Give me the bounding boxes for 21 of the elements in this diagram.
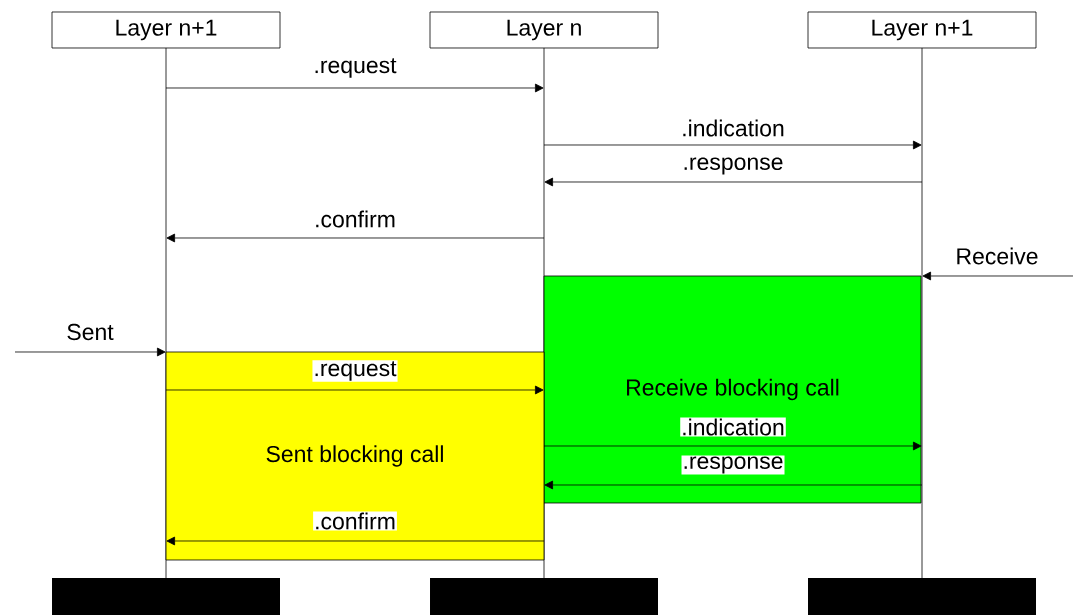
lifeline-header-box: Layer n	[429, 11, 659, 49]
message-arrow	[165, 83, 544, 93]
edge-label: .request	[312, 57, 398, 79]
edge-label: .request	[312, 360, 398, 382]
message-arrow	[165, 385, 544, 395]
message-arrow	[544, 177, 923, 187]
edge-label: .response	[681, 156, 785, 176]
message-arrow	[14, 347, 166, 357]
message-arrow	[543, 140, 922, 150]
lifeline-header-box: Layer n+1	[51, 11, 281, 49]
message-arrow	[166, 536, 545, 546]
message-arrow	[543, 441, 922, 451]
edge-label: .response	[681, 455, 785, 475]
edge-label: .confirm	[313, 209, 397, 229]
edge-label: Sent	[65, 322, 115, 342]
message-arrow	[166, 233, 545, 243]
message-arrow	[922, 271, 1073, 281]
message-arrow	[544, 480, 923, 490]
lifeline-header-box: Layer n+1	[807, 11, 1037, 49]
edge-label: Receive	[954, 246, 1040, 266]
edge-label: .indication	[680, 118, 786, 138]
